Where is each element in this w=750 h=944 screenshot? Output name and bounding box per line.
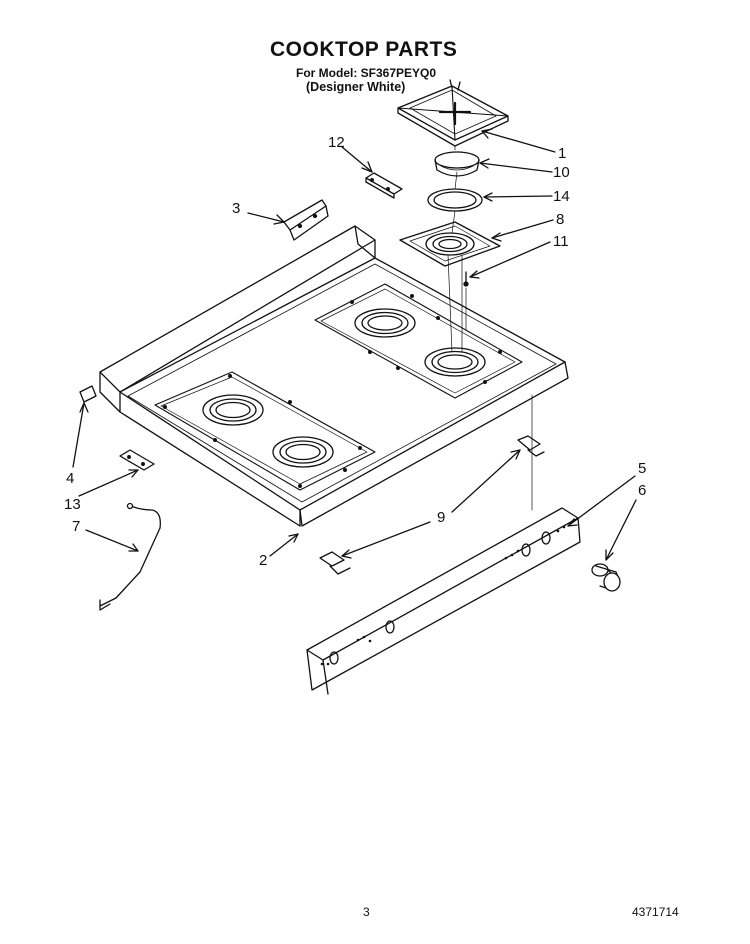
callout-5: 5 xyxy=(638,460,647,477)
callout-13: 13 xyxy=(64,496,81,513)
callout-12: 12 xyxy=(328,134,345,151)
callout-4: 4 xyxy=(66,470,75,487)
callout-2: 2 xyxy=(259,552,268,569)
left-burner-plate xyxy=(155,372,375,490)
assembly-axis xyxy=(448,146,466,352)
callout-11: 11 xyxy=(553,233,569,250)
bracket-4 xyxy=(80,386,96,402)
control-knob xyxy=(592,564,620,591)
clip-9-left xyxy=(320,552,350,574)
cooktop-body xyxy=(100,226,568,526)
page-title: COOKTOP PARTS xyxy=(270,38,458,61)
callout-9: 9 xyxy=(437,509,446,526)
callout-1: 1 xyxy=(558,145,567,162)
callout-8: 8 xyxy=(556,211,565,228)
document-code: 4371714 xyxy=(632,905,679,919)
burner-opening-right-front xyxy=(425,348,485,376)
finish-line: (Designer White) xyxy=(306,80,406,94)
burner-ring xyxy=(428,189,482,211)
page-number: 3 xyxy=(363,905,370,919)
bracket-12 xyxy=(366,173,402,198)
burner-opening-left-front xyxy=(273,437,333,467)
control-panel xyxy=(307,508,580,694)
callout-7: 7 xyxy=(72,518,81,535)
callout-10: 10 xyxy=(553,164,570,181)
burner-opening-right-rear xyxy=(355,309,415,337)
right-burner-plate xyxy=(315,284,522,398)
burner-head xyxy=(435,152,479,176)
callout-14: 14 xyxy=(553,188,570,205)
leader-lines xyxy=(73,129,636,560)
burner-grate xyxy=(398,80,508,146)
burner-bowl xyxy=(400,222,500,266)
callout-3: 3 xyxy=(232,200,241,217)
bracket-3 xyxy=(284,200,328,240)
burner-opening-left-rear xyxy=(203,395,263,425)
model-line: For Model: SF367PEYQ0 xyxy=(296,66,437,80)
callout-6: 6 xyxy=(638,482,647,499)
bracket-13 xyxy=(120,450,154,470)
wire-7 xyxy=(100,504,160,611)
bowl-screw xyxy=(464,272,468,286)
clip-9-right xyxy=(518,436,544,456)
